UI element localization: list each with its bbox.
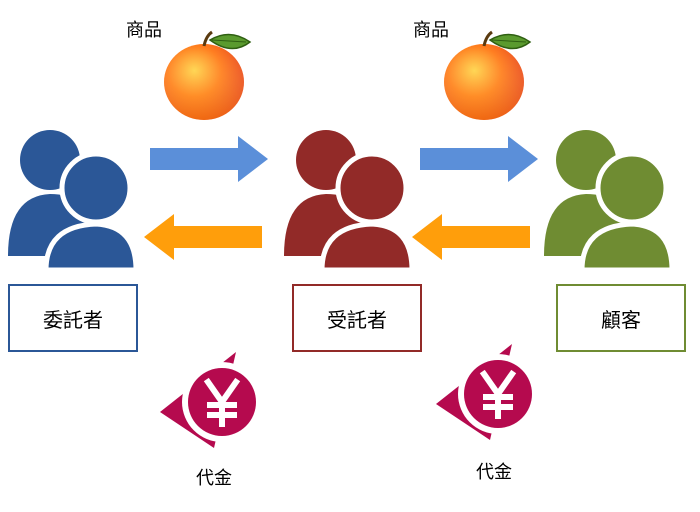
users-icon — [284, 130, 415, 273]
role-box-customer: 顧客 — [556, 284, 686, 352]
payment-label-2: 代金 — [476, 462, 512, 483]
users-icon — [8, 130, 139, 273]
apple-icon — [444, 30, 532, 120]
payment-label-1: 代金 — [196, 468, 232, 489]
role-label-consignor: 委託者 — [43, 307, 103, 332]
users-icon — [544, 130, 675, 273]
payment-arrow-2 — [412, 214, 530, 260]
goods-label-1: 商品 — [126, 20, 162, 41]
yen-icon — [436, 344, 538, 440]
goods-arrow-2 — [420, 136, 538, 182]
goods-label-2: 商品 — [413, 20, 449, 41]
role-label-customer: 顧客 — [601, 307, 641, 332]
role-box-consignor: 委託者 — [8, 284, 138, 352]
payment-arrow-1 — [144, 214, 262, 260]
role-label-consignee: 受託者 — [327, 307, 387, 332]
apple-icon — [164, 30, 252, 120]
yen-icon — [160, 352, 262, 448]
goods-arrow-1 — [150, 136, 268, 182]
role-box-consignee: 受託者 — [292, 284, 422, 352]
